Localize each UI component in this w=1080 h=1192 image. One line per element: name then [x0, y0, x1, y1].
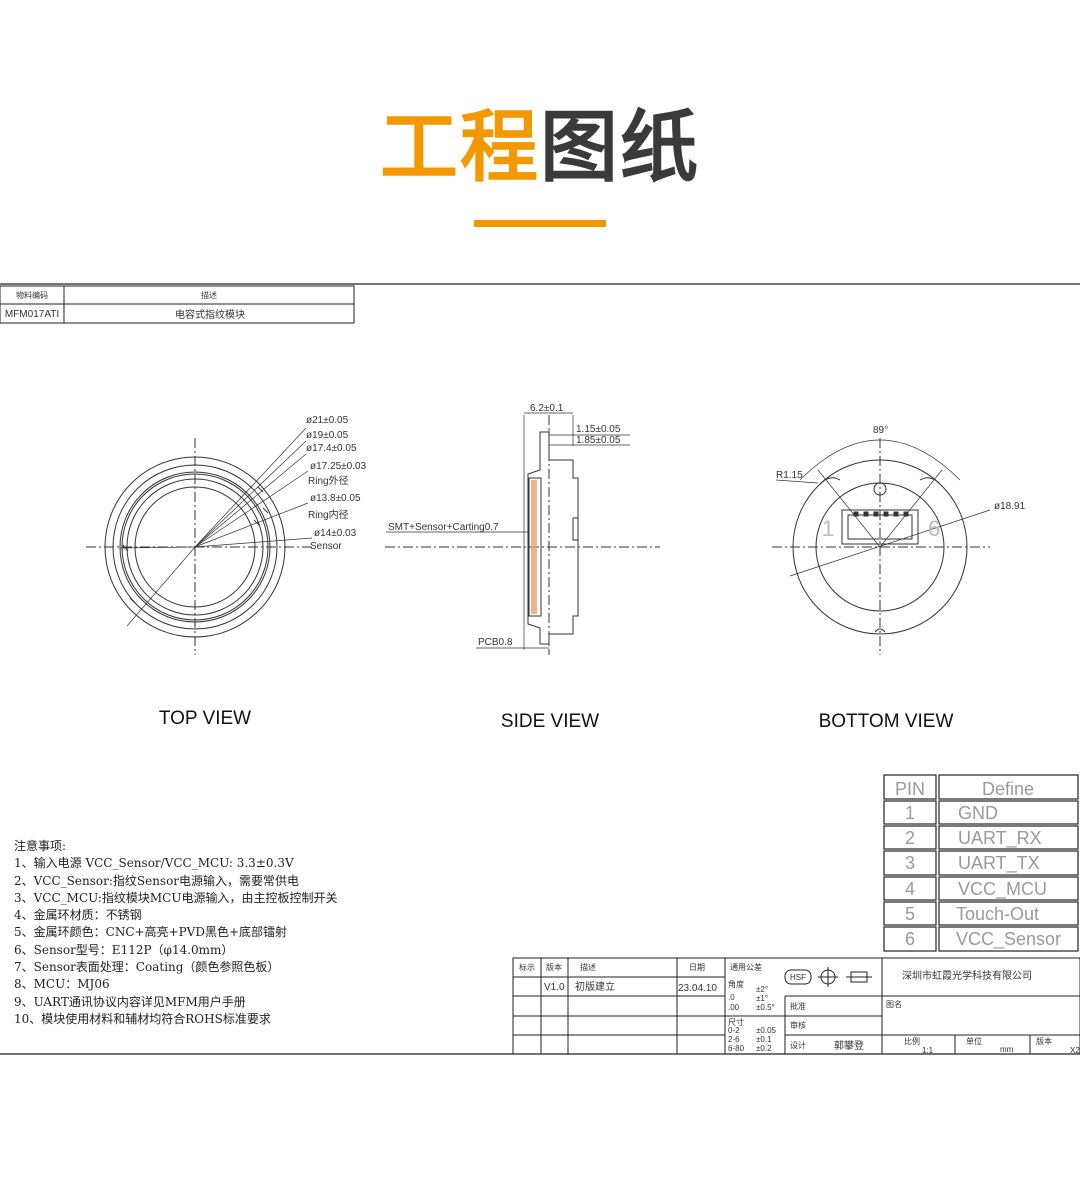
top-view [86, 427, 314, 655]
tb-tol-a3v: ±0.5° [756, 1003, 775, 1012]
note-item: 8、MCU：MJ06 [14, 977, 110, 992]
pcb-layer [531, 480, 537, 614]
dim-top-4: ø17.25±0.03 [310, 461, 367, 472]
pin-row-1-num: 1 [905, 803, 915, 823]
side-view [385, 412, 660, 655]
dim-top-3: ø17.4±0.05 [306, 443, 357, 454]
note-item: 9、UART通讯协议内容详见MFM用户手册 [14, 994, 246, 1009]
top-view-label: TOP VIEW [159, 708, 251, 729]
tb-tol-r2: 2-6 [728, 1035, 740, 1044]
tb-tol-r1: 0-2 [728, 1026, 740, 1035]
dim-top-2: ø19±0.05 [306, 430, 349, 441]
title-part2: 图纸 [540, 103, 701, 193]
title-part1: 工程 [379, 103, 540, 193]
bottom-view [772, 438, 991, 655]
tb-tol-r3v: ±0.2 [756, 1044, 772, 1053]
notes: 注意事项: 1、输入电源 VCC_Sensor/VCC_MCU: 3.3±0.3… [14, 838, 504, 1028]
tb-designer: 郭攀登 [834, 1039, 864, 1052]
tb-tol-a2v: ±1° [756, 994, 768, 1003]
tb-unit-label: 单位 [966, 1036, 982, 1046]
note-item: 4、金属环材质：不锈钢 [14, 908, 142, 923]
dim-side-pcb: PCB0.8 [478, 637, 513, 648]
tb-scale-label: 比例 [904, 1036, 920, 1046]
pin-row-5-define: Touch-Out [956, 904, 1039, 924]
dim-bottom-diameter: ø18.91 [994, 501, 1026, 512]
tb-tol-a1v: ±2° [756, 985, 768, 994]
dim-side-a: 1.15±0.05 [576, 424, 621, 435]
note-item: 10、模块使用材料和辅材均符合ROHS标准要求 [14, 1011, 271, 1026]
tb-tol-r1v: ±0.05 [756, 1026, 777, 1035]
note-item: 6、Sensor型号：E112P（φ14.0mm） [14, 942, 234, 957]
tb-tol-a1: .0 [728, 993, 735, 1002]
title-block [512, 957, 1080, 1055]
title-underline [474, 220, 606, 227]
part-col1-header: 物料编码 [16, 290, 48, 300]
dim-top-9: Sensor [310, 541, 342, 552]
pin-row-2-num: 2 [905, 828, 915, 848]
tb-design: 设计 [790, 1040, 806, 1050]
pin-row-3-num: 3 [905, 853, 915, 873]
part-desc: 电容式指纹模块 [175, 308, 245, 321]
pin-row-6-define: VCC_Sensor [956, 929, 1061, 950]
dim-side-width: 6.2±0.1 [530, 403, 564, 414]
tb-unit: mm [1000, 1045, 1014, 1054]
tb-h-desc: 描述 [580, 962, 596, 972]
part-table [0, 285, 355, 324]
pin-row-3-define: UART_TX [958, 853, 1040, 874]
pin-row-6-num: 6 [905, 929, 915, 949]
notes-heading: 注意事项: [14, 839, 67, 853]
dim-side-b: 1.85±0.05 [576, 435, 621, 446]
tb-drawing-name: 图名 [886, 999, 902, 1009]
tb-tol-r3: 6-80 [728, 1044, 745, 1053]
tb-tol-size: 尺寸 [728, 1017, 744, 1027]
bottom-pin-6: 6 [928, 516, 940, 541]
tb-change: 初版建立 [575, 980, 615, 993]
dim-bottom-angle: 89° [873, 425, 888, 436]
tb-h-mark: 标示 [519, 962, 535, 972]
tb-version: V1.0 [544, 982, 565, 993]
tb-approve: 批准 [790, 1001, 806, 1011]
pin-table [883, 774, 1079, 952]
bottom-view-label: BOTTOM VIEW [819, 711, 954, 732]
tb-tol-angle: 角度 [728, 979, 744, 989]
tb-rev: X2 [1070, 1046, 1080, 1055]
tb-h-ver: 版本 [546, 962, 562, 972]
bottom-pin-1: 1 [822, 516, 834, 541]
dim-top-8: ø14±0.03 [314, 528, 357, 539]
note-item: 5、金属环颜色：CNC+高亮+PVD黑色+底部镭射 [14, 925, 288, 940]
pin-row-2-define: UART_RX [958, 828, 1042, 849]
dim-side-stack: SMT+Sensor+Carting0.7 [388, 522, 499, 533]
pin-row-5-num: 5 [905, 904, 915, 924]
tb-company: 深圳市虹霞光学科技有限公司 [902, 969, 1032, 982]
dim-top-6: ø13.8±0.05 [310, 493, 361, 504]
pin-head-define: Define [982, 779, 1034, 799]
pin-head-pin: PIN [895, 779, 925, 799]
note-item: 3、VCC_MCU:指纹模块MCU电源输入，由主控板控制开关 [14, 890, 338, 905]
tb-scale: 1:1 [922, 1046, 934, 1055]
tb-review: 审核 [790, 1020, 806, 1030]
page-title: 工程图纸 [0, 100, 1080, 196]
pin-row-4-define: VCC_MCU [958, 879, 1047, 900]
note-item: 2、VCC_Sensor:指纹Sensor电源输入，需要常供电 [14, 873, 300, 888]
dim-bottom-radius: R1.15 [776, 470, 803, 481]
tb-tol-a2: .00 [728, 1003, 740, 1012]
tb-hsf: HSF [790, 973, 806, 982]
pin-row-4-num: 4 [905, 879, 915, 899]
note-item: 1、输入电源 VCC_Sensor/VCC_MCU: 3.3±0.3V [14, 856, 294, 871]
tb-tol-r2v: ±0.1 [756, 1035, 772, 1044]
part-col2-header: 描述 [201, 290, 217, 300]
dim-top-1: ø21±0.05 [306, 415, 349, 426]
note-item: 7、Sensor表面处理：Coating（颜色参照色板） [14, 960, 280, 975]
part-code: MFM017ATI [5, 309, 59, 320]
tb-rev-label: 版本 [1036, 1036, 1052, 1046]
tb-h-tol: 通用公差 [730, 962, 762, 972]
dim-top-5: Ring外径 [308, 474, 349, 487]
tb-date: 23.04.10 [678, 983, 717, 994]
side-view-label: SIDE VIEW [501, 711, 599, 732]
tb-h-date: 日期 [689, 963, 705, 972]
dim-top-7: Ring内径 [308, 508, 349, 521]
pin-row-1-define: GND [958, 803, 998, 823]
